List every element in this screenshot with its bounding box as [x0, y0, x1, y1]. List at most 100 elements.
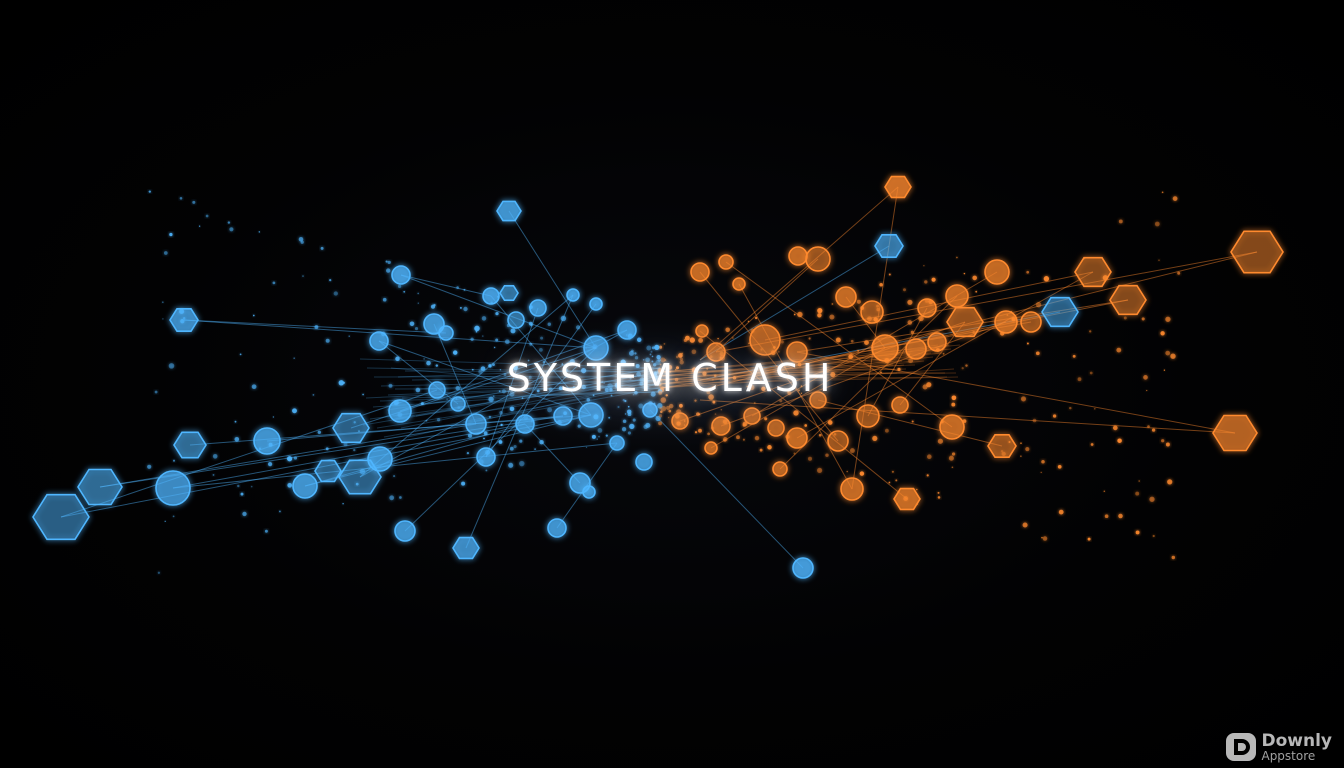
orange-particle [961, 367, 964, 370]
orange-particle [825, 453, 829, 457]
orange-particle [1165, 442, 1170, 447]
orange-particle [817, 313, 822, 318]
orange-particle [1171, 555, 1176, 560]
orange-particle [942, 352, 945, 355]
blue-particle [333, 291, 338, 296]
orange-particle [908, 358, 914, 364]
orange-hexagon-node [946, 306, 984, 338]
blue-circle-node [507, 311, 525, 329]
blue-particle [161, 301, 164, 304]
blue-particle [461, 481, 466, 486]
blue-particle [385, 260, 388, 263]
blue-circle-node [582, 485, 596, 499]
blue-particle [414, 327, 419, 331]
blue-circle-node [438, 325, 454, 341]
blue-circle-node [391, 265, 411, 285]
orange-particle [911, 420, 914, 423]
orange-particle [903, 288, 906, 292]
orange-circle-node [860, 300, 884, 324]
orange-particle [1077, 377, 1082, 382]
orange-particle [1020, 442, 1022, 445]
orange-particle [1104, 514, 1109, 519]
blue-particle [433, 303, 436, 307]
orange-particle [972, 275, 977, 281]
orange-particle [937, 496, 941, 499]
blue-particle [485, 469, 488, 472]
orange-particle [937, 438, 944, 444]
blue-particle [342, 503, 344, 505]
orange-hexagon-node [884, 175, 912, 199]
node-layer [32, 175, 1284, 579]
orange-particle [963, 272, 966, 275]
orange-particle [1149, 496, 1155, 502]
orange-particle [1041, 460, 1045, 464]
orange-particle [951, 452, 956, 456]
orange-particle [891, 470, 894, 473]
orange-particle [951, 395, 957, 401]
blue-particle [227, 221, 231, 224]
orange-particle [1170, 353, 1176, 359]
orange-particle [797, 311, 803, 318]
blue-circle-node [253, 427, 281, 455]
orange-particle [895, 479, 898, 482]
blue-particle [293, 357, 295, 359]
orange-particle [1141, 317, 1145, 321]
orange-particle [1090, 443, 1094, 446]
orange-particle [924, 280, 928, 284]
blue-particle [162, 318, 164, 320]
orange-particle [956, 256, 958, 259]
orange-circle-node [939, 414, 965, 440]
connection-line [400, 274, 492, 297]
blue-circle-node [367, 446, 393, 472]
blue-hexagon-node [496, 200, 522, 222]
blue-hexagon-node [314, 459, 342, 483]
blue-circle-node [566, 288, 580, 302]
blue-particle [389, 495, 395, 501]
blue-particle [382, 297, 387, 302]
blue-particle [436, 418, 441, 422]
blue-particle [362, 393, 364, 396]
blue-hexagon-node [77, 468, 123, 506]
blue-particle [423, 358, 425, 360]
orange-particle [1026, 342, 1029, 345]
orange-particle [1118, 513, 1123, 519]
orange-particle [1151, 428, 1156, 432]
blue-particle [495, 311, 499, 316]
orange-particle [885, 428, 889, 433]
orange-particle [1117, 438, 1122, 443]
connection-line [60, 389, 438, 518]
orange-circle-node [805, 246, 831, 272]
orange-particle [937, 491, 940, 494]
orange-particle [1052, 414, 1057, 418]
blue-particle [286, 456, 293, 462]
orange-particle [1165, 316, 1171, 322]
blue-particle [172, 459, 176, 462]
orange-particle [907, 299, 913, 305]
blue-particle [534, 448, 536, 450]
blue-particle [205, 214, 209, 218]
orange-particle [831, 303, 834, 305]
orange-particle [897, 367, 901, 372]
orange-particle [1123, 316, 1127, 320]
headline-title: SYSTEM CLASH [506, 356, 834, 400]
blue-particle [481, 316, 487, 321]
orange-circle-node [917, 298, 937, 318]
blue-particle [338, 380, 344, 386]
orange-particle [1103, 490, 1106, 493]
blue-circle-node [635, 453, 653, 471]
blue-particle [393, 475, 396, 478]
blue-particle [212, 453, 218, 459]
orange-particle [1147, 425, 1150, 428]
blue-particle [264, 529, 268, 533]
orange-particle [926, 474, 929, 477]
blue-particle [348, 335, 350, 337]
orange-particle [1040, 471, 1042, 474]
blue-particle [508, 462, 514, 468]
blue-circle-node [394, 520, 416, 542]
orange-particle [1043, 276, 1050, 282]
orange-circle-node [927, 332, 947, 352]
orange-particle [817, 307, 823, 314]
orange-particle [1058, 509, 1064, 515]
